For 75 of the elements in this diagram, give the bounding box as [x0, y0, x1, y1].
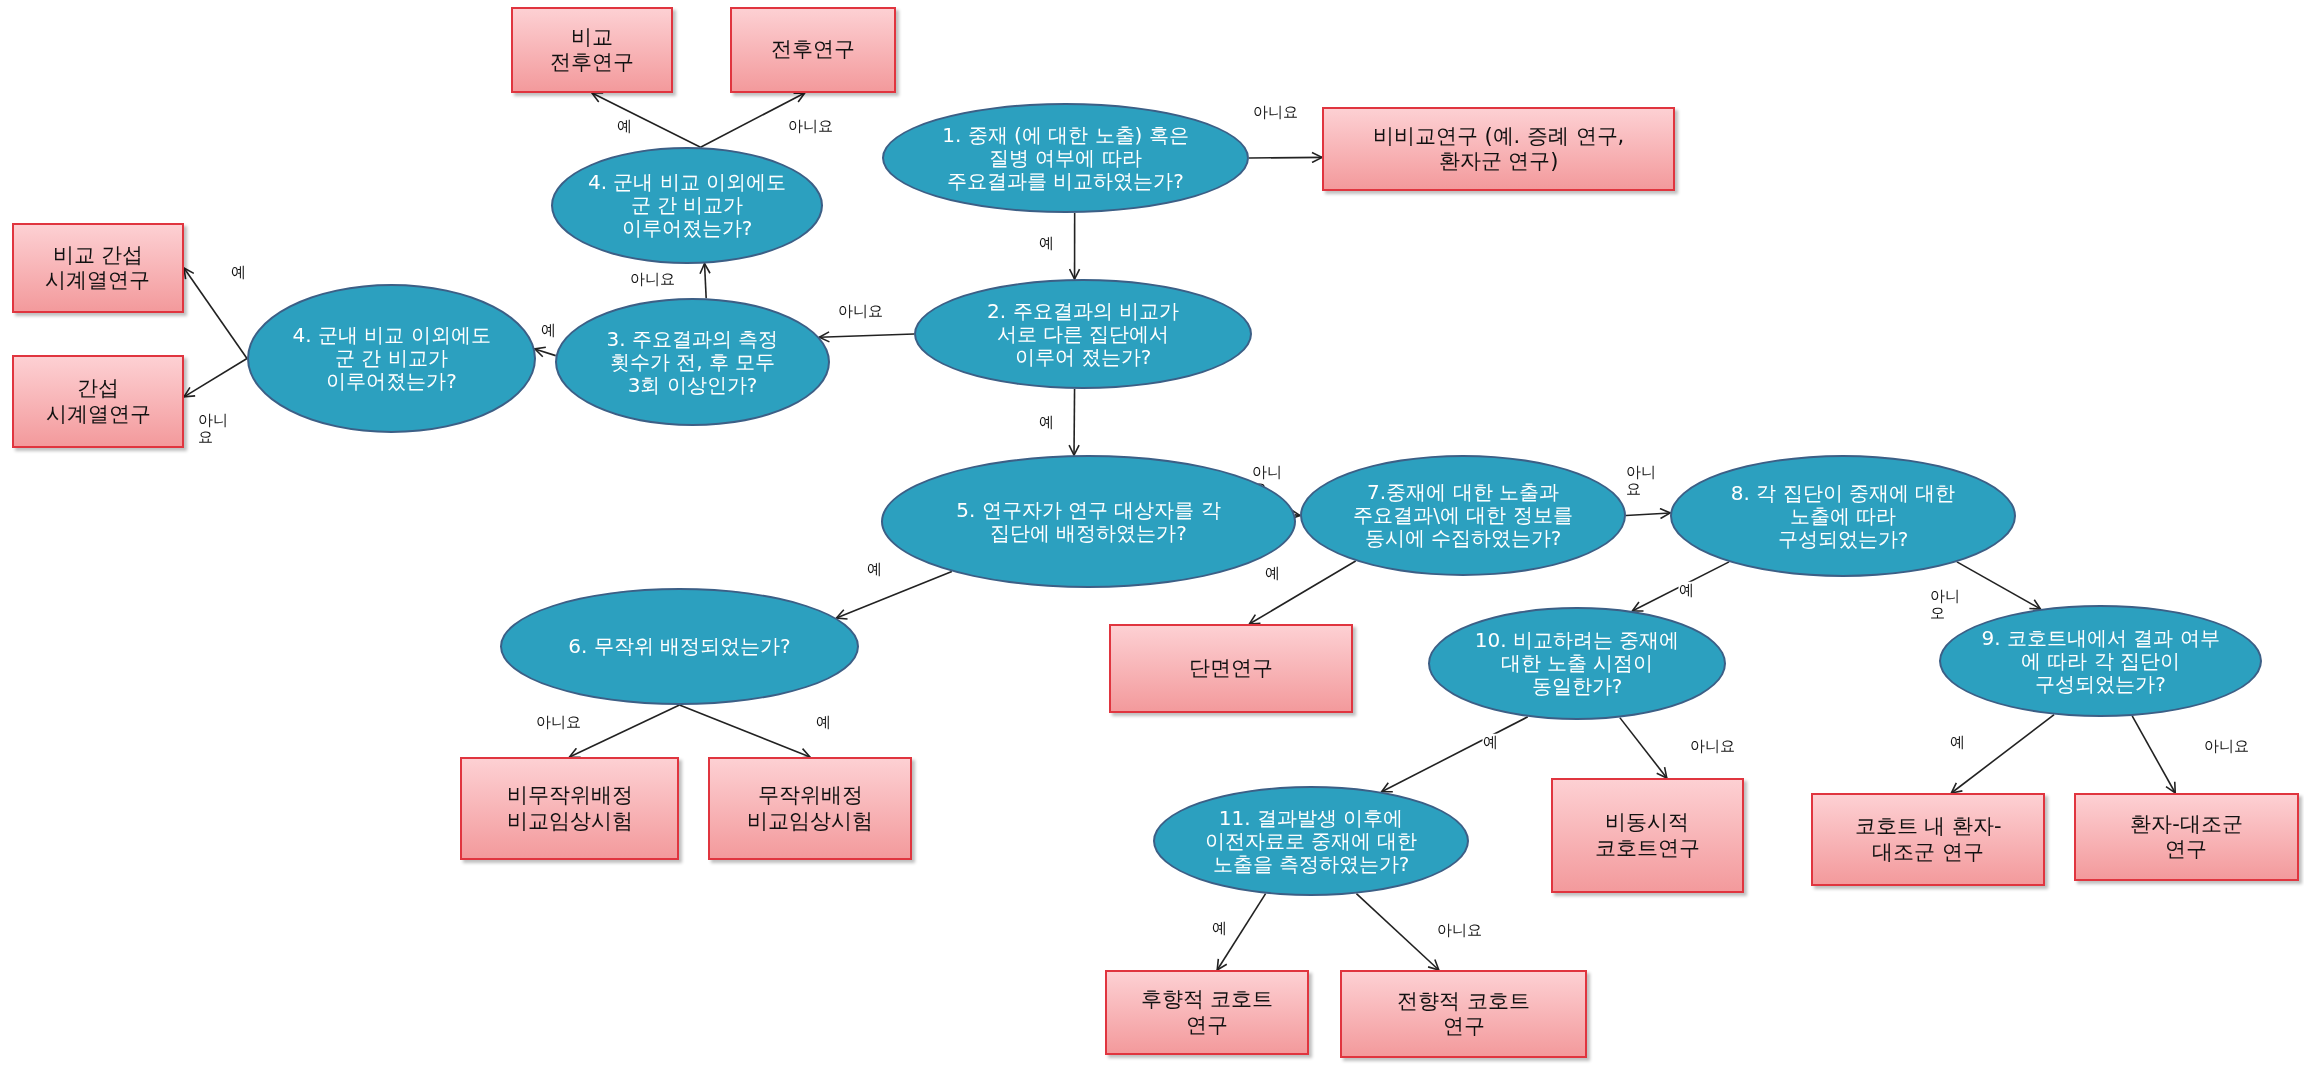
result-box: [1551, 778, 1744, 893]
arrow: [1248, 151, 1323, 164]
result-box: [1340, 970, 1587, 1058]
arrow: [699, 262, 711, 300]
node-text: 환자-대조군 연구: [2129, 811, 2244, 863]
node-text: 단면연구: [1189, 655, 1273, 682]
edge-label: 예: [616, 117, 632, 135]
node-text: 전향적 코호트 연구: [1396, 988, 1531, 1040]
node-text: 비동시적 코호트연구: [1594, 810, 1701, 861]
arrow: [835, 570, 953, 620]
node-text: 후향적 코호트 연구: [1139, 987, 1275, 1038]
result-box: [1322, 107, 1675, 191]
node-text: 9. 코호트내에서 결과 여부 에 따라 각 집단이 구성되었는가?: [1980, 626, 2221, 696]
result-box: [12, 223, 184, 313]
result-box: [1811, 793, 2045, 886]
node-text: 전후연구: [771, 37, 855, 63]
arrow: [1068, 212, 1081, 280]
result-box: [708, 757, 912, 860]
edge-label: 예: [1038, 413, 1054, 431]
edge-label: 아니요: [1436, 921, 1482, 939]
edge-label: 예: [230, 263, 246, 281]
node-text: 7.중재에 대한 노출과 주요결과\에 대한 정보를 동시에 수집하였는가?: [1352, 481, 1574, 550]
arrow: [183, 357, 248, 398]
edge-label: 예: [1038, 234, 1054, 252]
arrow: [1625, 507, 1671, 520]
arrow: [1248, 560, 1357, 625]
node-text: 간섭 시계열연구: [44, 376, 152, 427]
edge-label: 예: [1949, 733, 1965, 751]
edge-label: 아니요: [1252, 103, 1298, 121]
result-box: [460, 757, 679, 860]
node-text: 8. 각 집단이 중재에 대한 노출에 따라 구성되었는가?: [1729, 481, 1957, 551]
result-box: [12, 355, 184, 448]
arrow: [1956, 561, 2042, 610]
node-text: 3. 주요결과의 측정 횟수가 전, 후 모두 3회 이상인가?: [605, 327, 780, 397]
arrow: [568, 704, 681, 759]
node-text: 2. 주요결과의 비교가 서로 다른 집단에서 이루어 졌는가?: [986, 299, 1180, 369]
arrow: [2131, 715, 2177, 794]
node-text: 비비교연구 (예. 증례 연구, 환자군 연구): [1371, 123, 1626, 175]
edge-label: 아니요: [837, 302, 883, 320]
arrow: [1068, 388, 1080, 456]
node-text: 4. 군내 비교 이외에도 군 간 비교가 이루어졌는가?: [291, 324, 492, 393]
result-box: [730, 7, 896, 93]
edge-label: 예: [866, 560, 882, 578]
node-text: 1. 중재 (에 대한 노출) 혹은 질병 여부에 따라 주요결과를 비교하였는가?: [942, 123, 1189, 193]
edge-label: 아니요: [787, 117, 833, 135]
node-text: 코호트 내 환자-대조군 연구: [1853, 814, 2003, 865]
arrow: [591, 92, 702, 149]
edge-label: 예: [1211, 919, 1227, 937]
result-box: [1105, 970, 1309, 1055]
edge-label: 예: [1482, 733, 1498, 751]
arrow: [818, 331, 915, 343]
node-text: 5. 연구자가 연구 대상자를 각 집단에 배정하였는가?: [955, 498, 1222, 545]
node-text: 비무작위배정 비교임상시험: [505, 783, 634, 834]
arrow: [534, 346, 557, 358]
edge-label: 예: [815, 713, 831, 731]
edge-label: 아니요: [629, 270, 675, 288]
arrow: [678, 704, 811, 759]
node-text: 비교 전후연구: [549, 24, 635, 76]
edge-label: 아니요: [1689, 737, 1735, 755]
result-box: [1109, 624, 1353, 713]
result-box: [2074, 793, 2299, 881]
edge-label: 예: [1678, 581, 1694, 599]
node-text: 10. 비교하려는 중재에 대한 노출 시점이 동일한가?: [1474, 629, 1680, 698]
node-text: 4. 군내 비교 이외에도 군 간 비교가 이루어졌는가?: [586, 171, 788, 240]
node-text: 비교 간섭 시계열연구: [44, 242, 152, 294]
edge-label: 아니요: [2203, 737, 2249, 755]
arrow: [1631, 561, 1730, 612]
arrow: [183, 267, 248, 360]
arrow: [699, 92, 806, 149]
node-text: 무작위배정 비교임상시험: [746, 783, 874, 834]
node-text: 6. 무작위 배정되었는가?: [568, 635, 791, 658]
edge-label: 예: [540, 321, 556, 339]
node-text: 11. 결과발생 이후에 이전자료로 중재에 대한 노출을 측정하였는가?: [1203, 806, 1419, 876]
result-box: [511, 7, 673, 93]
edge-label: 아니요: [535, 713, 581, 731]
